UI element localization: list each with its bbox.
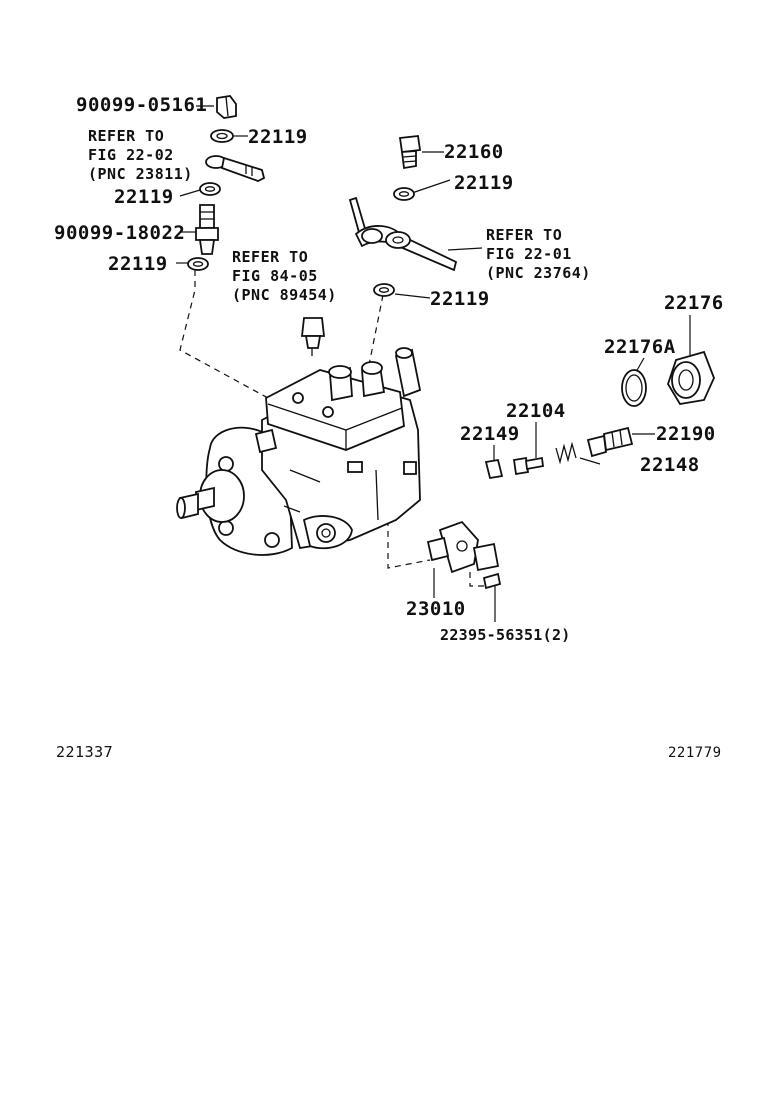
assembly-guide-lines xyxy=(179,270,490,587)
part-number-22148[interactable]: 22148 xyxy=(640,454,700,476)
part-number-22104[interactable]: 22104 xyxy=(506,400,566,422)
plug-bolt-part xyxy=(216,95,237,119)
reference-fig-22-01[interactable]: REFER TO FIG 22-01 (PNC 23764) xyxy=(486,226,591,283)
reference-fig-22-02[interactable]: REFER TO FIG 22-02 (PNC 23811) xyxy=(88,127,193,184)
reference-line: REFER TO xyxy=(486,226,563,244)
part-number-22119[interactable]: 22119 xyxy=(454,172,514,194)
union-bolt-part xyxy=(195,204,219,255)
reference-line: FIG 22-02 xyxy=(88,146,174,164)
valve-part xyxy=(586,426,634,458)
part-number-90099-18022[interactable]: 90099-18022 xyxy=(54,222,186,244)
reference-line: FIG 84-05 xyxy=(232,267,318,285)
banjo-fitting-part xyxy=(205,155,266,182)
part-number-22395-56351[interactable]: 22395-56351(2) xyxy=(440,626,571,644)
reference-fig-84-05[interactable]: REFER TO FIG 84-05 (PNC 89454) xyxy=(232,248,337,305)
return-pipe-part xyxy=(348,196,458,272)
gasket-ring-part xyxy=(210,129,234,143)
leader-lines xyxy=(176,105,691,622)
part-number-22119[interactable]: 22119 xyxy=(248,126,308,148)
gasket-ring-part xyxy=(393,187,415,201)
part-number-23010[interactable]: 23010 xyxy=(406,598,466,620)
part-number-90099-05161[interactable]: 90099-05161 xyxy=(76,94,208,116)
gasket-ring-part xyxy=(373,283,395,297)
spring-part xyxy=(555,441,577,465)
injection-pump-body xyxy=(176,347,422,556)
reference-line: (PNC 23811) xyxy=(88,165,193,183)
reference-line: (PNC 23764) xyxy=(486,264,591,282)
cap-part xyxy=(484,458,504,480)
part-number-22119[interactable]: 22119 xyxy=(430,288,490,310)
gasket-ring-part xyxy=(199,182,221,196)
part-number-22119[interactable]: 22119 xyxy=(114,186,174,208)
reference-line: REFER TO xyxy=(232,248,309,266)
cap-nut-part xyxy=(667,350,715,405)
part-number-22160[interactable]: 22160 xyxy=(444,141,504,163)
part-number-22190[interactable]: 22190 xyxy=(656,423,716,445)
gasket-ring-part xyxy=(187,257,209,271)
part-number-22176A[interactable]: 22176A xyxy=(604,336,676,358)
solenoid-valve-part xyxy=(426,520,500,574)
part-number-22149[interactable]: 22149 xyxy=(460,423,520,445)
reference-line: (PNC 89454) xyxy=(232,286,337,304)
part-number-22176[interactable]: 22176 xyxy=(664,292,724,314)
hollow-bolt-part xyxy=(398,135,422,170)
illustration-number-left: 221337 xyxy=(56,743,114,761)
part-number-22119[interactable]: 22119 xyxy=(108,253,168,275)
illustration-number-right: 221779 xyxy=(668,745,722,761)
reference-line: REFER TO xyxy=(88,127,165,145)
bolt-part xyxy=(482,572,502,590)
o-ring-part xyxy=(621,369,647,407)
reference-line: FIG 22-01 xyxy=(486,245,572,263)
pin-part xyxy=(512,456,544,476)
sensor-part xyxy=(300,317,326,356)
